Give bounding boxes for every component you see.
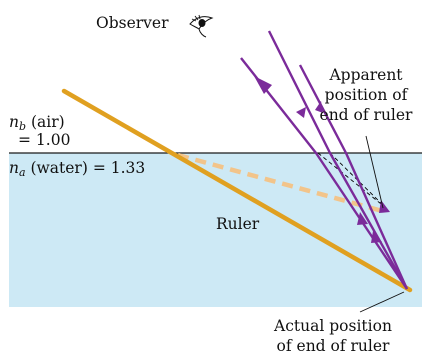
apparent-position-label: Apparent position of end of ruler [306, 65, 422, 125]
nb-value: = 1.00 [18, 131, 70, 149]
nb-symbol: n [9, 113, 19, 131]
observer-label: Observer [96, 13, 169, 33]
arrow-ray-1 [254, 76, 272, 94]
apparent-line-3: end of ruler [306, 105, 422, 125]
actual-line-1: Actual position [258, 316, 408, 336]
na-medium: (water) = 1.33 [26, 159, 146, 177]
eye-icon [190, 15, 212, 37]
air-index-value: = 1.00 [18, 130, 70, 150]
nb-medium: (air) [26, 113, 65, 131]
water-index-label: na (water) = 1.33 [9, 158, 145, 183]
ruler-text: Ruler [216, 215, 259, 233]
ruler-label: Ruler [216, 214, 259, 234]
apparent-line-1: Apparent [306, 65, 422, 85]
observer-text: Observer [96, 14, 169, 32]
actual-position-label: Actual position of end of ruler [258, 316, 408, 356]
actual-line-2: of end of ruler [258, 336, 408, 356]
na-symbol: n [9, 159, 19, 177]
arrow-ray-2-air [296, 107, 306, 118]
apparent-line-2: position of [306, 85, 422, 105]
